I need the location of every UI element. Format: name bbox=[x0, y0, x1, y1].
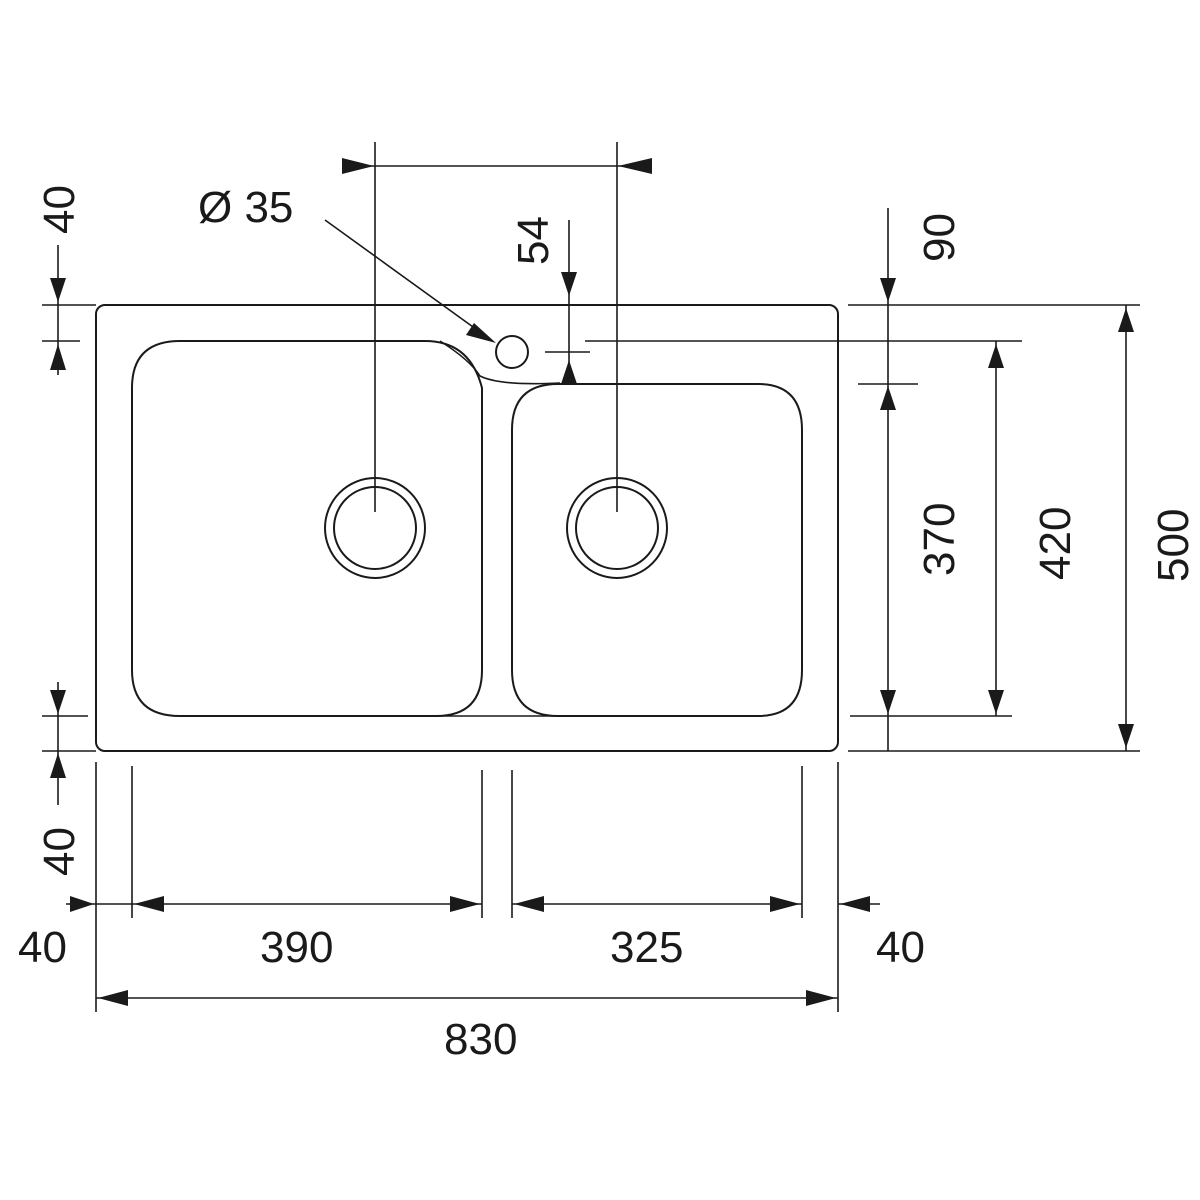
dim-tap-offset: 54 bbox=[509, 216, 1022, 384]
diameter-leader: Ø 35 bbox=[198, 183, 496, 343]
dim-top-left-margin: 40 bbox=[35, 185, 96, 375]
dim-top-left-label: 40 bbox=[35, 185, 84, 234]
drain-center-lines bbox=[342, 142, 652, 512]
small-bowl bbox=[511, 383, 803, 717]
dim-tap-offset-label: 54 bbox=[509, 216, 558, 265]
dim-left-edge-label: 40 bbox=[18, 923, 67, 972]
hole-diameter-label: Ø 35 bbox=[198, 183, 293, 232]
dim-bottom-left-label: 40 bbox=[35, 827, 84, 876]
dim-bottom-left-margin: 40 bbox=[35, 682, 96, 876]
dim-top-right-margin: 90 bbox=[848, 208, 1140, 751]
dim-small-bowl-depth: 370 bbox=[850, 503, 1012, 717]
dim-370-label: 370 bbox=[915, 503, 964, 576]
sink-outline bbox=[95, 304, 839, 752]
dim-right-edge-label: 40 bbox=[876, 923, 925, 972]
dim-width-row: 40 390 325 40 bbox=[18, 896, 925, 972]
dim-500-label: 500 bbox=[1149, 509, 1198, 582]
dim-overall-depth: 500 bbox=[848, 305, 1198, 752]
dim-830-label: 830 bbox=[444, 1015, 517, 1064]
dim-325-label: 325 bbox=[610, 923, 683, 972]
dim-large-bowl-depth: 420 bbox=[988, 341, 1080, 716]
tap-hole bbox=[439, 335, 561, 385]
dim-overall-width: 830 bbox=[96, 990, 838, 1064]
dim-390-label: 390 bbox=[260, 923, 333, 972]
dim-top-right-label: 90 bbox=[915, 213, 964, 262]
dim-420-label: 420 bbox=[1031, 507, 1080, 580]
bottom-extension-lines bbox=[95, 762, 839, 1012]
